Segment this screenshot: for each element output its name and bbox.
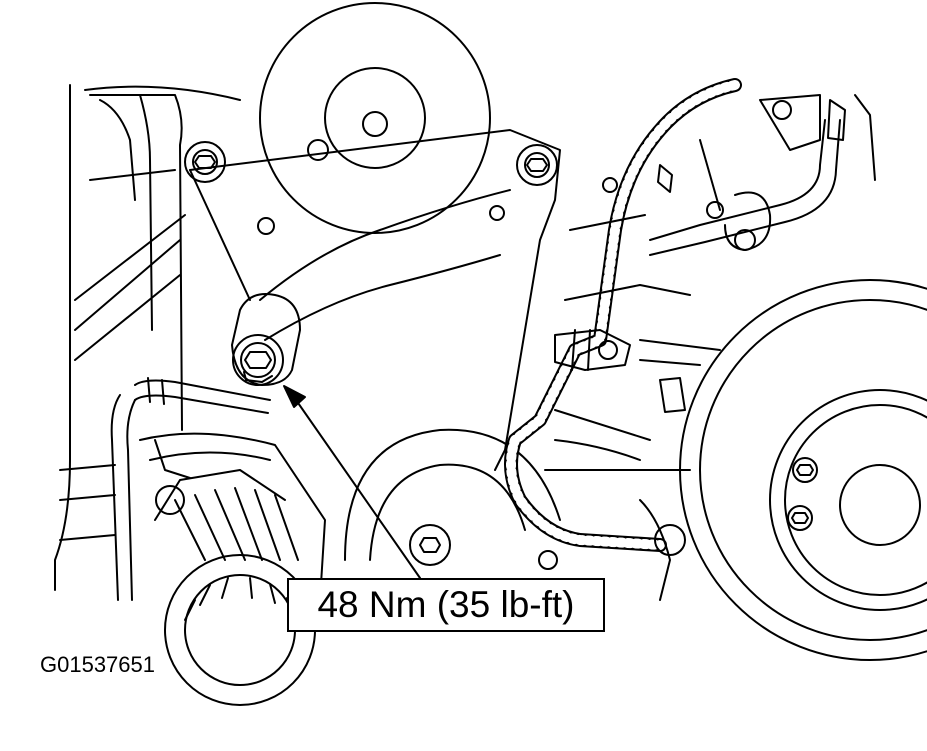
wiring-harness (504, 78, 742, 552)
bolt-icon-top-left (184, 141, 226, 183)
bolt-icon-right-1 (792, 457, 818, 483)
engine-outline-left (54, 84, 71, 591)
mounting-bracket (189, 129, 561, 471)
bolt-icon-crank (409, 524, 451, 566)
bolt-icon-top-center (516, 144, 558, 186)
engine-outline-top (84, 85, 241, 101)
torque-spec-text: 48 Nm (35 lb-ft) (317, 584, 575, 625)
right-pulley (679, 279, 927, 661)
harness-clip (554, 329, 631, 371)
coolant-hose (134, 379, 271, 401)
left-upper-block (89, 94, 183, 431)
right-pipe (649, 119, 826, 241)
stud (307, 139, 329, 161)
arrow-icon (295, 399, 421, 579)
alternator (139, 432, 326, 601)
bolt-icon-callout (232, 334, 284, 386)
upper-pulley (259, 2, 491, 234)
crank-pulley (344, 428, 561, 561)
figure-id: G01537651 (40, 652, 155, 677)
bolt-icon-right-2 (787, 505, 813, 531)
torque-spec-label: 48 Nm (35 lb-ft) (287, 578, 605, 632)
